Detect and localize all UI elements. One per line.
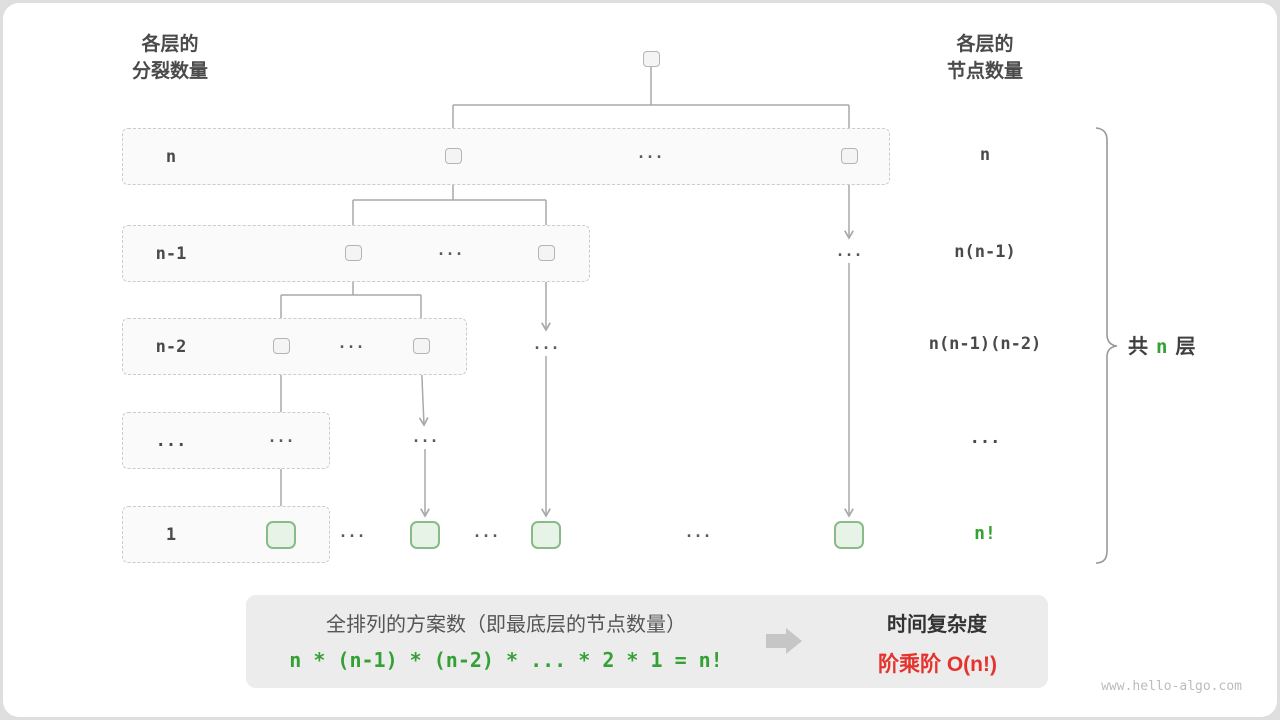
header-node-count: 各层的 节点数量 <box>925 31 1045 85</box>
node-count-label-3: n(n-1)(n-2) <box>928 334 1042 354</box>
watermark: www.hello-algo.com <box>1101 679 1242 694</box>
split-count-label-5: 1 <box>165 524 177 545</box>
result-value: 阶乘阶 O(n!) <box>878 653 997 676</box>
node-count-label-2: n(n-1) <box>954 242 1016 262</box>
split-count-label-3: n-2 <box>155 336 187 357</box>
tree-node-l1-a <box>445 148 462 164</box>
layers-count-suffix: 层 <box>1175 336 1196 358</box>
leaf-node-1 <box>266 521 296 549</box>
tree-node-root <box>643 51 660 67</box>
level-row-box-4: ... <box>122 412 330 469</box>
header-split-line2: 分裂数量 <box>131 61 208 82</box>
layers-count-n: n <box>1156 336 1168 358</box>
result-title: 时间复杂度 <box>887 614 987 636</box>
split-count-label-1: n <box>165 146 177 167</box>
ellipsis-l4-a: ... <box>267 428 295 446</box>
tree-node-l3-b <box>413 338 430 354</box>
ellipsis-l3: ... <box>337 334 365 352</box>
leaf-node-4 <box>834 521 864 549</box>
leaf-node-2 <box>410 521 440 549</box>
implies-arrow-icon <box>766 628 802 654</box>
header-split-line1: 各层的 <box>141 34 199 55</box>
ellipsis-l5-b: ... <box>472 523 500 541</box>
layers-count-label: 共 n 层 <box>1128 330 1195 359</box>
node-count-label-4: ... <box>969 428 1001 448</box>
ellipsis-l2-right: ... <box>835 242 863 260</box>
summary-panel: 全排列的方案数（即最底层的节点数量） n * (n-1) * (n-2) * .… <box>246 595 1048 688</box>
node-count-label-1: n <box>979 145 991 165</box>
tree-node-l2-a <box>345 245 362 261</box>
arrow-bar <box>766 634 786 648</box>
tree-node-l3-a <box>273 338 290 354</box>
split-count-label-4: ... <box>155 430 187 451</box>
node-count-label-5: n! <box>974 523 996 544</box>
ellipsis-l1: ... <box>636 144 664 162</box>
level-row-box-5: 1 <box>122 506 330 563</box>
header-split-count: 各层的 分裂数量 <box>110 31 230 85</box>
ellipsis-l3-right: ... <box>532 335 560 353</box>
leaf-node-3 <box>531 521 561 549</box>
ellipsis-l5-a: ... <box>338 523 366 541</box>
header-node-line2: 节点数量 <box>946 61 1023 82</box>
ellipsis-l2: ... <box>436 241 464 259</box>
header-node-line1: 各层的 <box>956 34 1014 55</box>
split-count-label-2: n-1 <box>155 243 187 264</box>
ellipsis-l5-c: ... <box>684 523 712 541</box>
level-row-box-1: n <box>122 128 890 185</box>
summary-formula: n * (n-1) * (n-2) * ... * 2 * 1 = n! <box>289 648 723 672</box>
ellipsis-l4-b: ... <box>411 428 439 446</box>
arrow-head <box>786 628 802 654</box>
layers-count-prefix: 共 <box>1128 336 1148 358</box>
summary-caption: 全排列的方案数（即最底层的节点数量） <box>326 614 686 636</box>
tree-node-l1-b <box>841 148 858 164</box>
level-row-box-3: n-2 <box>122 318 467 375</box>
tree-node-l2-b <box>538 245 555 261</box>
